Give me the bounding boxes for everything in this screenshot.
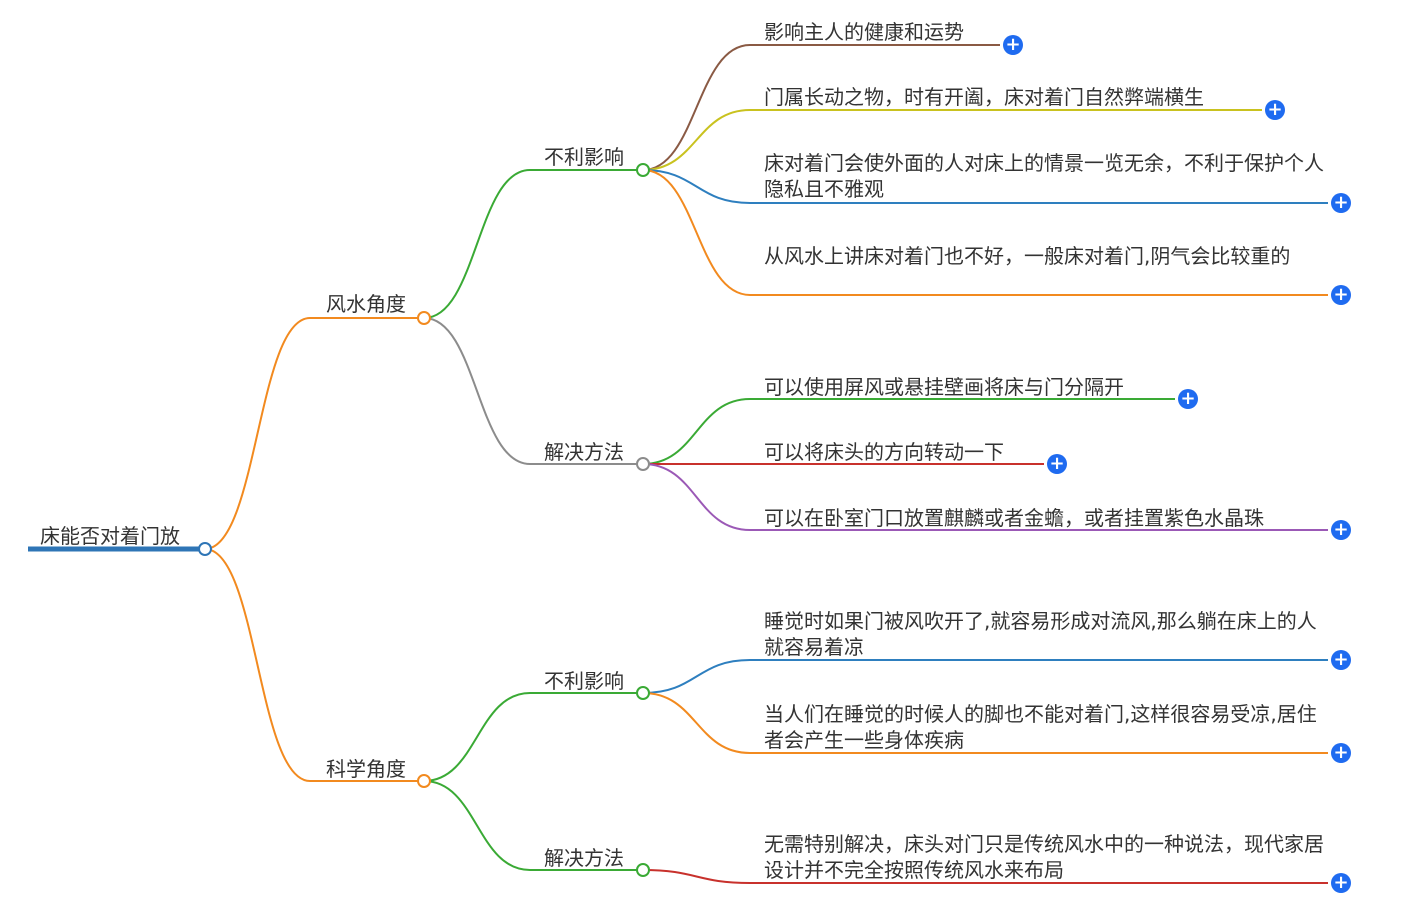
- group-label-science-harm[interactable]: 不利影响: [544, 669, 624, 693]
- edge-root-science: [204, 548, 311, 782]
- leaf-topic[interactable]: 影响主人的健康和运势: [764, 20, 964, 44]
- edge-fengshui-solution: [423, 317, 531, 465]
- edge-science-harm: [423, 692, 531, 782]
- leaf-topic[interactable]: 无需特别解决，床头对门只是传统风水中的一种说法，现代家居设计并不完全按照传统风水…: [764, 832, 1324, 882]
- edge-leaf-8: [642, 692, 751, 754]
- edge-root-fengshui: [204, 317, 311, 550]
- edge-leaf-6: [642, 463, 751, 531]
- expand-plus-icon[interactable]: +: [1331, 285, 1351, 305]
- mindmap-edges: [204, 44, 751, 884]
- branch-label-fengshui[interactable]: 风水角度: [326, 292, 406, 316]
- leaf-topic[interactable]: 可以使用屏风或悬挂壁画将床与门分隔开: [764, 375, 1124, 399]
- leaf-topic[interactable]: 从风水上讲床对着门也不好，一般床对着门,阴气会比较重的: [764, 244, 1291, 268]
- edge-fengshui-harm: [423, 169, 531, 319]
- group-science-harm-collapse-toggle[interactable]: [636, 686, 650, 700]
- expand-plus-icon[interactable]: +: [1265, 100, 1285, 120]
- leaf-topic[interactable]: 可以将床头的方向转动一下: [764, 440, 1004, 464]
- group-fengshui-solution-collapse-toggle[interactable]: [636, 457, 650, 471]
- edge-leaf-4: [642, 398, 751, 465]
- expand-plus-icon[interactable]: +: [1331, 743, 1351, 763]
- expand-plus-icon[interactable]: +: [1003, 35, 1023, 55]
- leaf-topic[interactable]: 可以在卧室门口放置麒麟或者金蟾，或者挂置紫色水晶珠: [764, 506, 1264, 530]
- leaf-topic[interactable]: 睡觉时如果门被风吹开了,就容易形成对流风,那么躺在床上的人就容易着凉: [764, 609, 1317, 659]
- leaf-topic[interactable]: 门属长动之物，时有开阖，床对着门自然弊端横生: [764, 85, 1204, 109]
- branch-label-science[interactable]: 科学角度: [326, 757, 406, 781]
- group-label-fengshui-solution[interactable]: 解决方法: [544, 440, 624, 464]
- expand-plus-icon[interactable]: +: [1178, 389, 1198, 409]
- edge-leaf-3: [642, 169, 751, 296]
- edge-leaf-0: [642, 44, 751, 171]
- group-label-science-solution[interactable]: 解决方法: [544, 846, 624, 870]
- group-fengshui-harm-collapse-toggle[interactable]: [636, 163, 650, 177]
- edge-leaf-1: [642, 109, 751, 171]
- root-topic-label[interactable]: 床能否对着门放: [40, 524, 180, 548]
- expand-plus-icon[interactable]: +: [1047, 454, 1067, 474]
- group-label-fengshui-harm[interactable]: 不利影响: [544, 145, 624, 169]
- root-collapse-toggle[interactable]: [198, 542, 212, 556]
- leaf-topic[interactable]: 床对着门会使外面的人对床上的情景一览无余，不利于保护个人隐私且不雅观: [764, 151, 1324, 201]
- leaf-topic[interactable]: 当人们在睡觉的时候人的脚也不能对着门,这样很容易受凉,居住者会产生一些身体疾病: [764, 702, 1317, 752]
- expand-plus-icon[interactable]: +: [1331, 873, 1351, 893]
- edge-science-solution: [423, 780, 531, 871]
- edge-leaf-2: [642, 169, 751, 204]
- expand-plus-icon[interactable]: +: [1331, 650, 1351, 670]
- expand-plus-icon[interactable]: +: [1331, 193, 1351, 213]
- branch-fengshui-collapse-toggle[interactable]: [417, 311, 431, 325]
- branch-science-collapse-toggle[interactable]: [417, 774, 431, 788]
- edge-leaf-9: [642, 869, 751, 884]
- edge-leaf-7: [642, 659, 751, 694]
- expand-plus-icon[interactable]: +: [1331, 520, 1351, 540]
- topic-underlines: [28, 44, 1328, 884]
- group-science-solution-collapse-toggle[interactable]: [636, 863, 650, 877]
